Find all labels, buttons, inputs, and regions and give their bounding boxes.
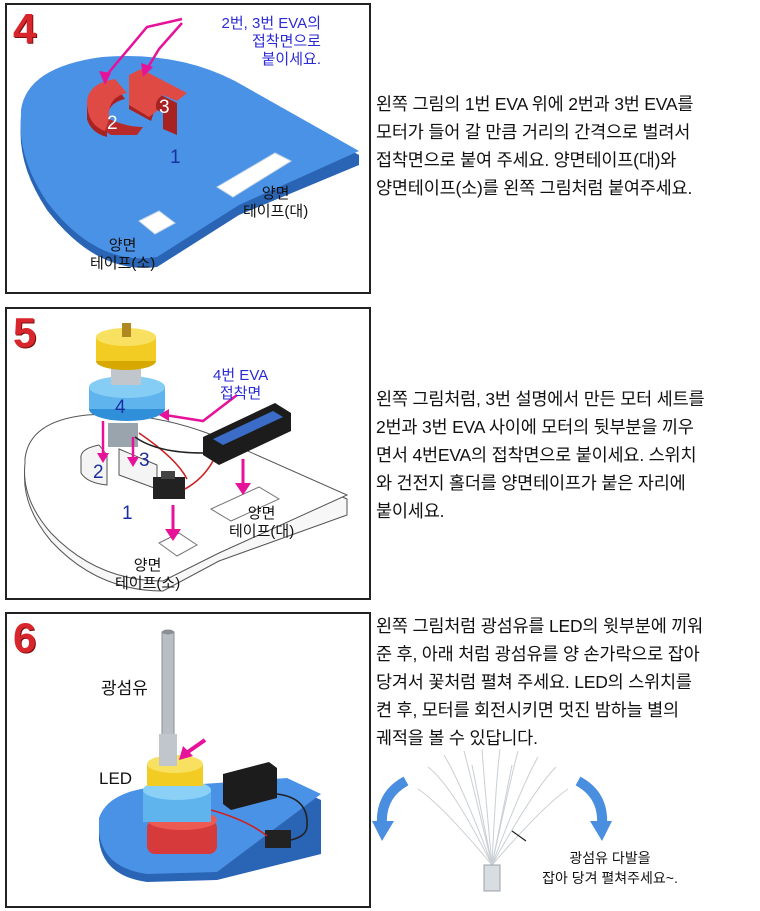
fiber-strands — [417, 748, 569, 866]
left-curve-arrow — [376, 776, 409, 826]
callout-arrow-2 — [104, 17, 183, 78]
tape-large — [216, 152, 293, 198]
step-4-panel: 4 2번, 3번 EVA의 접착면으로 붙이세요. 2 3 1 양면 테이프(대… — [5, 3, 371, 294]
step-4-number: 4 — [13, 5, 36, 52]
label-eva-2: 2 — [107, 113, 118, 134]
optical-fiber — [161, 631, 175, 743]
step-4-illustration — [20, 17, 359, 268]
callout-arrowhead-eva4 — [159, 409, 169, 421]
callout-arrowhead-2 — [99, 71, 111, 85]
led-body — [483, 864, 501, 892]
step-4-description: 왼쪽 그림의 1번 EVA 위에 2번과 3번 EVA를 모터가 들어 갈 만큼… — [376, 94, 694, 198]
label-eva-3: 3 — [139, 450, 150, 471]
label-optical-fiber: 광섬유 — [101, 679, 148, 698]
label-tape-small: 양면 테이프(소) — [90, 237, 156, 272]
label-tape-large: 양면 테이프(대) — [243, 185, 309, 220]
eva-4-top — [89, 376, 165, 398]
arrowhead-down-switch — [165, 529, 181, 541]
right-arrowhead — [590, 821, 612, 841]
right-curve-arrow — [575, 776, 608, 826]
label-eva-1: 1 — [170, 147, 181, 168]
battery — [213, 411, 283, 445]
eva-1-base — [20, 56, 359, 259]
wire-black — [134, 436, 204, 454]
optical-fiber-tip — [162, 629, 174, 635]
arrowhead-to-led — [179, 746, 193, 760]
label-tape-small: 양면 테이프(소) — [115, 557, 181, 592]
fiber-caption: 광섬유 다발을 잡아 당겨 펼쳐주세요~. — [542, 850, 678, 886]
arrowhead-down-1 — [97, 453, 109, 463]
callout-arrowhead-3 — [141, 63, 153, 77]
step-5-panel: 5 4번 EVA 접착면 4 2 3 1 양면 테이프(대) 양면 테이프(소) — [5, 307, 371, 600]
wire-red — [138, 432, 188, 480]
switch — [153, 477, 185, 499]
step-4-callout: 2번, 3번 EVA의 접착면으로 붙이세요. — [221, 15, 322, 68]
wire-red-2 — [184, 460, 214, 490]
step-5-illustration — [24, 323, 349, 592]
eva-3 — [129, 69, 187, 117]
fiber-flower-illustration — [372, 748, 612, 892]
label-led: LED — [99, 769, 133, 788]
led-holder — [159, 734, 177, 766]
wire-red — [210, 809, 268, 837]
label-tape-large: 양면 테이프(대) — [229, 505, 295, 540]
step-6-number: 6 — [13, 614, 36, 661]
step-6-panel: 6 광섬유 LED — [5, 612, 371, 908]
label-eva-4: 4 — [115, 397, 126, 418]
caption-pointer — [511, 830, 527, 842]
left-arrowhead — [372, 821, 394, 841]
step-5-callout: 4번 EVA 접착면 — [213, 367, 269, 402]
wire-black — [276, 793, 308, 841]
label-eva-3: 3 — [159, 97, 170, 118]
callout-arrow-eva4 — [164, 394, 238, 423]
label-eva-1: 1 — [122, 503, 133, 524]
led-tip — [122, 323, 131, 337]
arrowhead-down-battery — [235, 483, 251, 495]
arrowhead-down-2 — [127, 457, 139, 467]
eva-2 — [87, 79, 127, 131]
step-5-description: 왼쪽 그림처럼, 3번 설명에서 만든 모터 세트를 2번과 3번 EVA 사이… — [376, 389, 705, 521]
label-eva-2: 2 — [93, 462, 104, 483]
battery-holder — [223, 762, 277, 810]
callout-arrow-3 — [145, 22, 183, 70]
step-6-description: 왼쪽 그림처럼 광섬유를 LED의 윗부분에 끼워 준 후, 아래 처럼 광섬유… — [376, 616, 704, 748]
switch-knob — [161, 471, 175, 479]
tape-small — [138, 210, 176, 235]
switch — [265, 830, 291, 848]
eva-2-bottom — [105, 119, 143, 135]
step-6-illustration — [99, 629, 321, 882]
step-5-number: 5 — [13, 309, 36, 356]
